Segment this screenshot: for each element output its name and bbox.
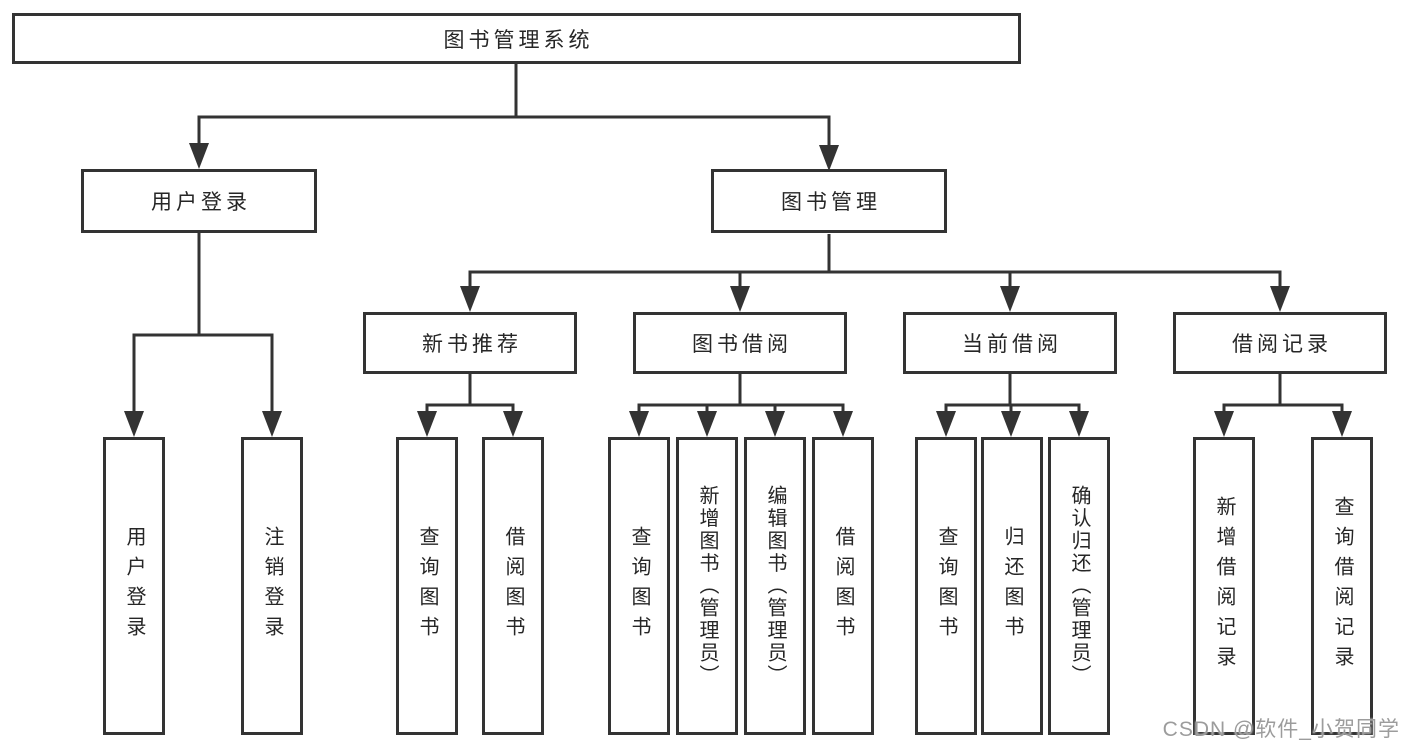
leaf-borrow-book: 借阅图书 bbox=[812, 437, 874, 735]
node-current-borrow: 当前借阅 bbox=[903, 312, 1117, 374]
node-library-system: 图书管理系统 bbox=[12, 13, 1021, 64]
leaf-borrow-book-recommend: 借阅图书 bbox=[482, 437, 544, 735]
connector-borrow-to-leaves bbox=[637, 374, 845, 416]
leaf-query-borrow-record: 查询借阅记录 bbox=[1311, 437, 1373, 735]
leaf-return-book: 归还图书 bbox=[981, 437, 1043, 735]
connector-current-to-leaves bbox=[944, 374, 1081, 416]
node-new-book-recommend: 新书推荐 bbox=[363, 312, 577, 374]
leaf-user-login: 用户登录 bbox=[103, 437, 165, 735]
csdn-watermark: CSDN @软件_小贺同学 bbox=[1162, 718, 1400, 741]
connector-root-to-level1 bbox=[197, 64, 831, 150]
node-user-login: 用户登录 bbox=[81, 169, 317, 233]
leaf-add-book-admin: 新增图书（管理员） bbox=[676, 437, 738, 735]
connector-user-login-to-leaves bbox=[132, 233, 274, 416]
node-book-borrow: 图书借阅 bbox=[633, 312, 847, 374]
leaf-confirm-return-admin: 确认归还（管理员） bbox=[1048, 437, 1110, 735]
leaf-query-book-current: 查询图书 bbox=[915, 437, 977, 735]
node-book-management: 图书管理 bbox=[711, 169, 947, 233]
leaf-logout: 注销登录 bbox=[241, 437, 303, 735]
connector-recommend-to-leaves bbox=[425, 374, 515, 416]
leaf-edit-book-admin: 编辑图书（管理员） bbox=[744, 437, 806, 735]
node-borrow-records: 借阅记录 bbox=[1173, 312, 1387, 374]
connector-records-to-leaves bbox=[1222, 374, 1344, 416]
connector-book-mgmt-to-level2 bbox=[468, 234, 1282, 291]
leaf-query-book-recommend: 查询图书 bbox=[396, 437, 458, 735]
leaf-query-book-borrow: 查询图书 bbox=[608, 437, 670, 735]
leaf-add-borrow-record: 新增借阅记录 bbox=[1193, 437, 1255, 735]
